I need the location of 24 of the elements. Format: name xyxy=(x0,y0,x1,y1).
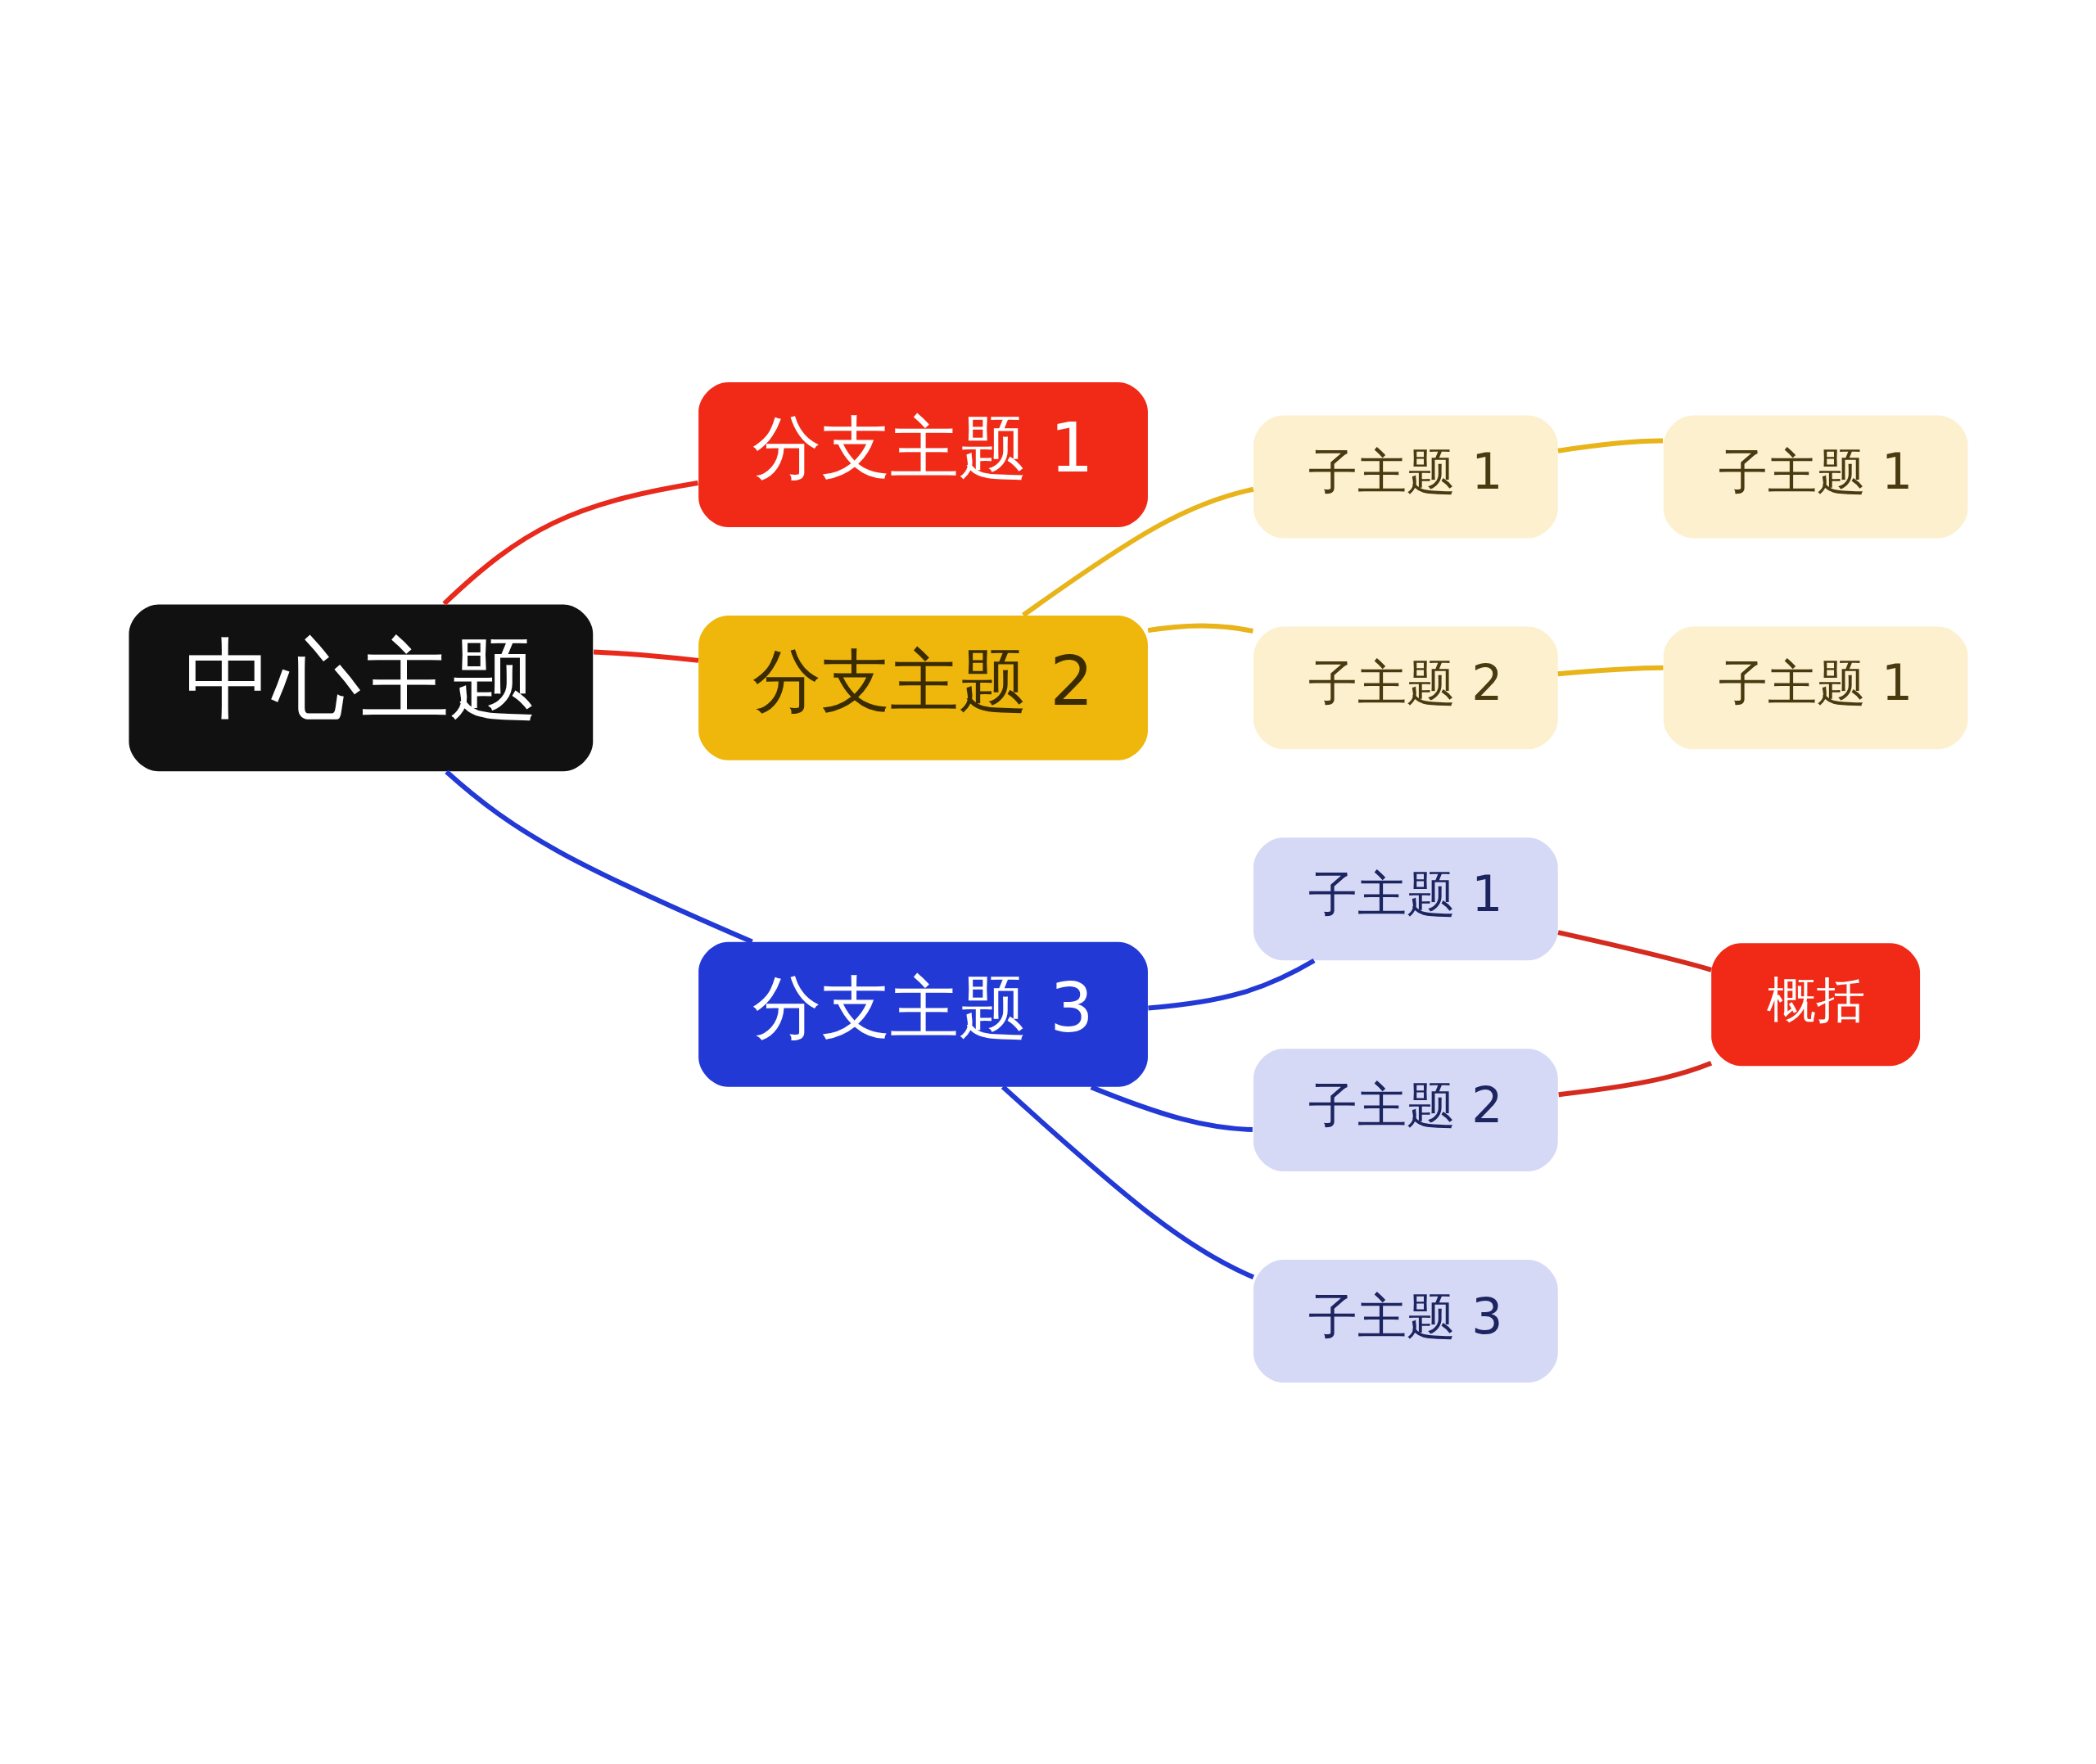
node-box: 分支主题 1 xyxy=(698,381,1148,527)
node-box: 中心主题 xyxy=(128,603,593,771)
connector xyxy=(1021,486,1254,617)
node-box: 子主题 2 xyxy=(1253,1048,1558,1171)
connector xyxy=(1147,958,1316,1010)
connector xyxy=(1557,438,1663,453)
connector xyxy=(1556,929,1712,972)
connector xyxy=(1147,622,1254,634)
connector xyxy=(1090,1084,1253,1132)
connector xyxy=(1557,1060,1712,1097)
connector xyxy=(1557,665,1663,676)
connector xyxy=(441,480,698,606)
connector xyxy=(444,769,753,944)
node-box: 子主题 3 xyxy=(1253,1259,1558,1383)
connector xyxy=(1001,1085,1254,1279)
node-box: 子主题 1 xyxy=(1253,837,1558,960)
node-box: 分支主题 3 xyxy=(698,941,1148,1087)
connector xyxy=(593,649,698,663)
node-box: 子主题 1 xyxy=(1253,415,1558,538)
node-box: 子主题 2 xyxy=(1253,625,1558,749)
node-box: 子主题 1 xyxy=(1663,625,1968,749)
node-box: 概括 xyxy=(1710,942,1920,1066)
node-box: 分支主题 2 xyxy=(698,615,1148,760)
node-box: 子主题 1 xyxy=(1663,415,1968,538)
